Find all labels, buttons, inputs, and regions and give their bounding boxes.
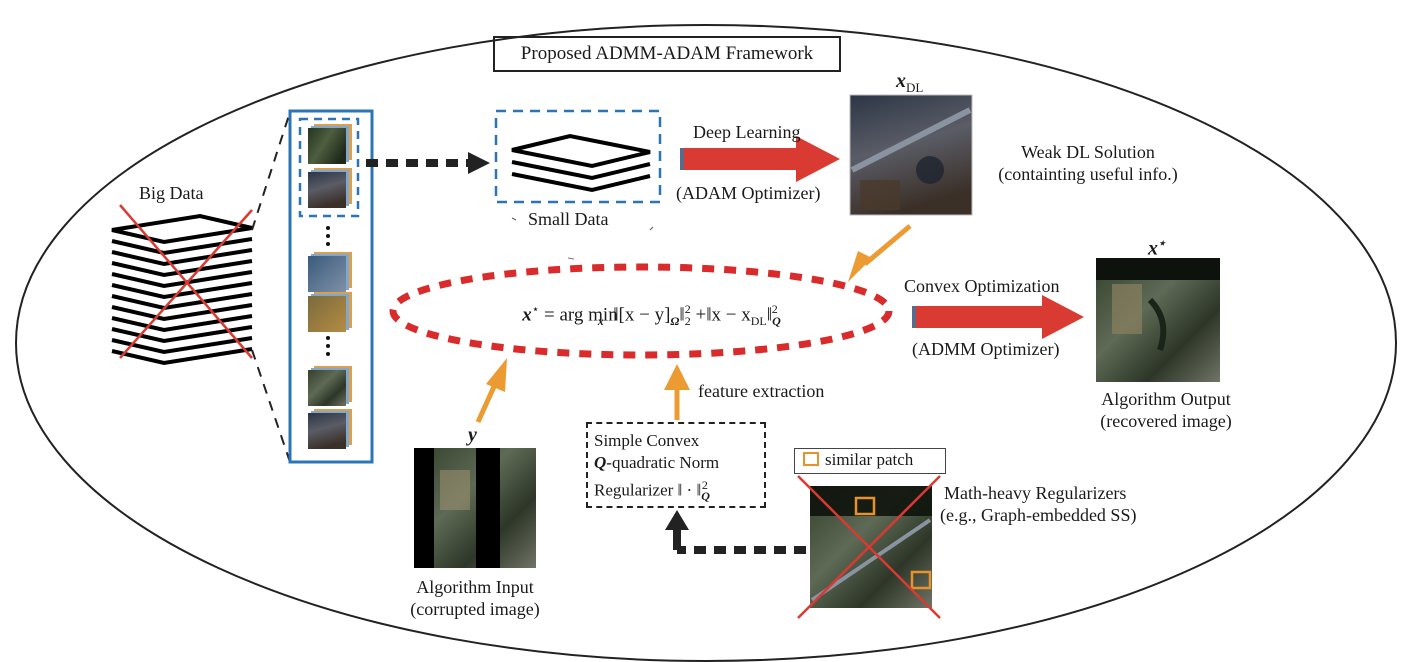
dataset-panel [288, 109, 374, 464]
small-data-box [494, 109, 662, 204]
algorithm-output-label: Algorithm Output (recovered image) [1100, 389, 1232, 431]
output-image [1096, 258, 1220, 382]
big-data-cross-mark [119, 204, 253, 359]
math-heavy-image [810, 486, 932, 608]
math-heavy-to-regularizer-arrow [665, 510, 806, 554]
adam-optimizer-label: (ADAM Optimizer) [676, 183, 821, 203]
weak-dl-solution-label: Weak DL Solution (containting useful inf… [998, 142, 1178, 184]
dl-solution-image [849, 94, 973, 216]
zoom-lines [251, 111, 291, 463]
patch-square-icon [803, 452, 819, 466]
artifact-mark [649, 226, 654, 231]
small-data-stack [511, 133, 651, 193]
dl-solution-symbol: xDL [896, 70, 924, 95]
deep-learning-label: Deep Learning [693, 122, 801, 142]
big-data-label: Big Data [139, 183, 204, 203]
input-symbol: y [468, 424, 477, 446]
math-heavy-label: Math-heavy Regularizers (e.g., Graph-emb… [940, 483, 1137, 525]
convex-regularizer-box: Simple Convex Q-quadratic Norm Regulariz… [586, 422, 766, 508]
dl-to-objective-arrow [848, 224, 912, 282]
algorithm-input-label: Algorithm Input (corrupted image) [410, 577, 540, 619]
artifact-mark [511, 217, 517, 221]
math-heavy-cross-mark [797, 475, 941, 619]
framework-boundary-ellipse [15, 24, 1397, 662]
selected-subset-box [298, 117, 360, 218]
convex-optimization-label: Convex Optimization [904, 276, 1060, 296]
convex-optimization-arrow [912, 295, 1084, 339]
feature-extraction-label: feature extraction [698, 381, 825, 401]
similar-patch-legend: similar patch [794, 448, 946, 474]
input-to-objective-arrow [475, 358, 507, 424]
input-image [414, 448, 536, 568]
objective-equation: x⋆ = arg minx ‖[x − y]Ω‖22 +‖x − xDL‖Q2 [522, 302, 781, 329]
dataset-cubes [308, 124, 352, 449]
admm-optimizer-label: (ADMM Optimizer) [912, 339, 1060, 359]
objective-ellipse [389, 263, 893, 359]
regularizer-to-objective-arrow [664, 364, 690, 420]
subset-to-small-data-arrow [366, 152, 490, 174]
framework-title: Proposed ADMM-ADAM Framework [493, 36, 841, 72]
similar-patch-box-1 [854, 496, 876, 516]
output-symbol: x⋆ [1148, 236, 1166, 260]
similar-patch-box-2 [910, 570, 932, 590]
artifact-mark [567, 257, 575, 260]
deep-learning-arrow [680, 136, 840, 182]
small-data-label: Small Data [528, 209, 609, 229]
